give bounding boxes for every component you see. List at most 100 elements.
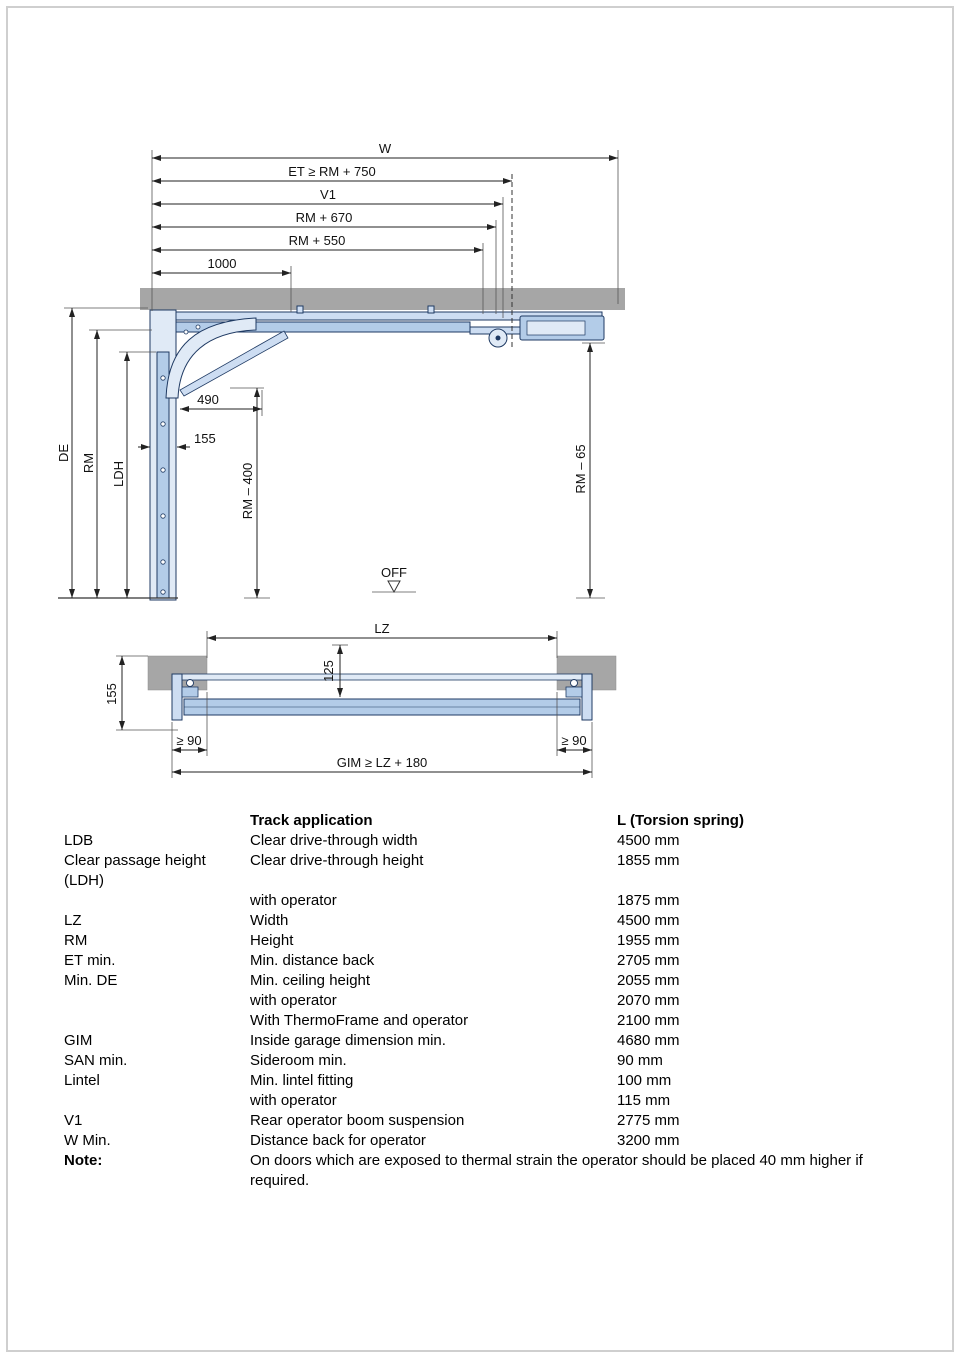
dim-gim: GIM ≥ LZ + 180 [172, 755, 592, 775]
spec-value: 3200 mm [617, 1132, 680, 1149]
extension-lines [58, 150, 619, 599]
dim-rm-minus-65-label: RM – 65 [573, 444, 588, 493]
spec-value: 4680 mm [617, 1032, 680, 1049]
dim-rm670-label: RM + 670 [296, 210, 353, 225]
side-frame-left [171, 673, 183, 721]
dim-155-plan-label: 155 [104, 683, 119, 705]
dim-rm-minus-400-label: RM – 400 [240, 463, 255, 519]
roller-bracket-left [181, 686, 199, 698]
track-application-diagram: W ET ≥ RM + 750 V1 RM + 670 RM + 550 100… [56, 141, 625, 778]
dim-lz: LZ [207, 621, 557, 641]
junction-bolt [195, 324, 201, 330]
pulley-axle [495, 335, 501, 341]
roller-left [186, 679, 194, 687]
dim-155-side: 155 [138, 431, 216, 450]
spec-term [64, 891, 250, 911]
operator-head-detail [526, 320, 586, 336]
dim-rm-minus-400: RM – 400 [240, 388, 260, 598]
spec-desc: Sideroom min. [250, 1052, 347, 1069]
junction-bolt [183, 329, 189, 335]
dim-125-label: 125 [321, 660, 336, 682]
table-row: GIM Inside garage dimension min. 4680 mm [64, 1031, 894, 1051]
side-frame-right [581, 673, 593, 721]
spec-term: LZ [64, 912, 82, 929]
table-row: LZ Width 4500 mm [64, 911, 894, 931]
plan-view: LZ 125 155 ≥ 90 ≥ 90 GIM ≥ LZ + 180 [104, 621, 617, 778]
spec-desc: With ThermoFrame and operator [250, 1012, 469, 1029]
frame-rail [171, 673, 593, 681]
spec-desc: Min. lintel fitting [250, 1072, 354, 1089]
spec-table: Track application L (Torsion spring) LDB… [64, 811, 894, 1191]
spec-desc: Inside garage dimension min. [250, 1032, 446, 1049]
dim-v1-label: V1 [320, 187, 336, 202]
side-view: W ET ≥ RM + 750 V1 RM + 670 RM + 550 100… [56, 141, 625, 601]
dim-ldh-label: LDH [111, 461, 126, 487]
table-row: with operator 1875 mm [64, 891, 894, 911]
spec-term: GIM [64, 1032, 93, 1049]
spec-value: 90 mm [617, 1052, 663, 1069]
spec-term [64, 811, 250, 831]
spec-value: 100 mm [617, 1072, 672, 1089]
spec-term: RM [64, 932, 88, 949]
spec-term [64, 1091, 250, 1111]
table-row: ET min. Min. distance back 2705 mm [64, 951, 894, 971]
table-row: LDB Clear drive-through width 4500 mm [64, 831, 894, 851]
dim-ldh: LDH [111, 352, 130, 598]
dim-1000: 1000 [152, 256, 291, 276]
dim-w: W [152, 141, 618, 161]
table-header-track-application: Track application [250, 812, 373, 829]
dim-sideroom-left: ≥ 90 [172, 733, 207, 753]
dim-rm550-label: RM + 550 [289, 233, 346, 248]
table-header-torsion-spring: L (Torsion spring) [617, 812, 744, 829]
dim-et-label: ET ≥ RM + 750 [288, 164, 375, 179]
table-row: with operator 115 mm [64, 1091, 894, 1111]
ceiling-wall [140, 288, 625, 310]
dim-125: 125 [321, 645, 343, 697]
table-row: SAN min. Sideroom min. 90 mm [64, 1051, 894, 1071]
off-label: OFF [381, 565, 407, 580]
dim-rm-label: RM [81, 453, 96, 473]
table-row: With ThermoFrame and operator 2100 mm [64, 1011, 894, 1031]
spec-value: 2100 mm [617, 1012, 680, 1029]
dim-1000-label: 1000 [208, 256, 237, 271]
spec-term: Clear passage height (LDH) [64, 852, 206, 889]
dim-de-label: DE [56, 444, 71, 462]
spec-desc: Min. ceiling height [250, 972, 371, 989]
dim-rm550: RM + 550 [152, 233, 483, 253]
floor-level-marker: OFF [372, 565, 416, 594]
table-note-row: Note: On doors which are exposed to ther… [64, 1151, 894, 1191]
table-row: V1 Rear operator boom suspension 2775 mm [64, 1111, 894, 1131]
table-header-row: Track application L (Torsion spring) [64, 811, 894, 831]
spec-desc: with operator [250, 992, 337, 1009]
dim-sideroom-right-label: ≥ 90 [561, 733, 586, 748]
note-text: On doors which are exposed to thermal st… [250, 1152, 863, 1189]
dim-gim-label: GIM ≥ LZ + 180 [337, 755, 428, 770]
dim-sideroom-right: ≥ 90 [557, 733, 592, 753]
dim-v1: V1 [152, 187, 503, 207]
dim-lz-label: LZ [374, 621, 389, 636]
table-row: W Min. Distance back for operator 3200 m… [64, 1131, 894, 1151]
dim-rm670: RM + 670 [152, 210, 496, 230]
spec-term [64, 991, 250, 1011]
spec-term [64, 1011, 250, 1031]
table-row: RM Height 1955 mm [64, 931, 894, 951]
roller-bracket-right [565, 686, 583, 698]
panel-hinges [160, 375, 166, 595]
spec-desc: Clear drive-through height [250, 852, 424, 869]
ceiling-bracket [427, 305, 435, 314]
spec-desc: Clear drive-through width [250, 832, 418, 849]
spec-value: 2055 mm [617, 972, 680, 989]
dim-rm-minus-65: RM – 65 [573, 343, 593, 598]
spec-term: Lintel [64, 1072, 100, 1089]
dim-sideroom-left-label: ≥ 90 [176, 733, 201, 748]
spec-value: 2705 mm [617, 952, 680, 969]
spec-value: 2070 mm [617, 992, 680, 1009]
spec-value: 4500 mm [617, 832, 680, 849]
spec-desc: with operator [250, 1092, 337, 1109]
spec-value: 1855 mm [617, 852, 680, 869]
spec-desc: Rear operator boom suspension [250, 1112, 465, 1129]
table-row: Clear passage height (LDH) Clear drive-t… [64, 851, 894, 891]
spec-term: ET min. [64, 952, 116, 969]
table-row: with operator 2070 mm [64, 991, 894, 1011]
